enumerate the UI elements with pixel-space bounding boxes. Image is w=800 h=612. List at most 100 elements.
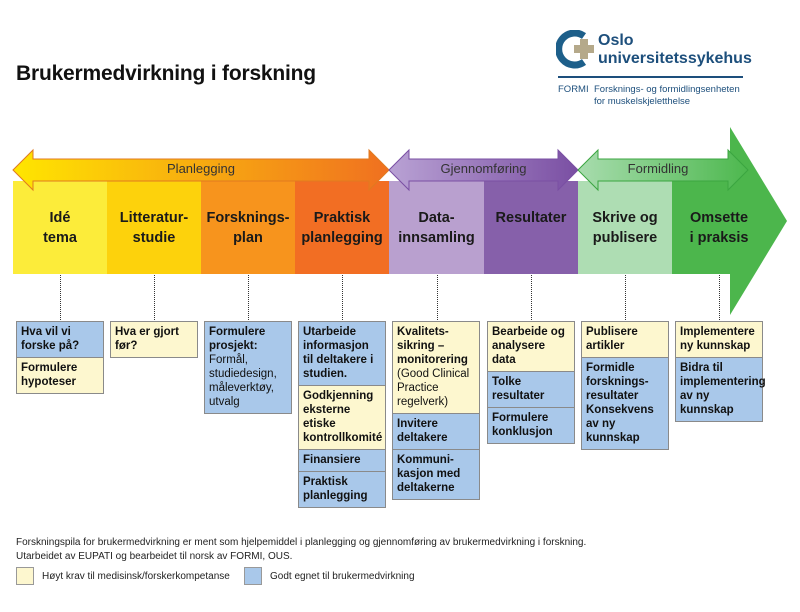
footer-line1: Forskningspila for brukermedvirkning er … (16, 537, 587, 548)
task-text: Invitere deltakere (397, 418, 448, 444)
legend-item-user-involvement: Godt egnet til brukermedvirkning (244, 567, 415, 585)
connector-line (154, 275, 155, 322)
task-box-user-involvement: Hva vil vi forske på? (16, 321, 104, 358)
logo-unit-line1: Forsknings- og formidlingsenheten (594, 84, 740, 95)
task-box-high-competence: Publisere artikler (581, 321, 669, 358)
task-text: Finansiere (303, 454, 361, 466)
step-color-block (578, 181, 672, 274)
task-box-user-involvement: Kommuni-kasjon med deltakerne (392, 449, 480, 500)
task-text: Utarbeide informasjon til deltakere i st… (303, 326, 374, 380)
task-box-user-involvement: Bidra til implementering av ny kunnskap (675, 357, 766, 422)
task-text: Kvalitets-sikring – monitorering (397, 326, 468, 366)
footer-note: Forskningspila for brukermedvirkning er … (16, 536, 586, 564)
step-color-block (107, 181, 201, 274)
logo-mark-icon (556, 30, 594, 69)
task-text: Formulere konklusjon (492, 412, 553, 438)
phase-label-gjennomforing: Gjennomføring (440, 161, 527, 176)
task-box-high-competence: Formulere hypoteser (16, 357, 104, 394)
connector-line (248, 275, 249, 322)
logo-name-line1: Oslo (598, 32, 634, 49)
task-stack-datainnsamling: Kvalitets-sikring – monitorering (Good C… (392, 321, 480, 500)
step-praktisk-planlegging: Praktisk planlegging (295, 181, 389, 274)
task-stack-praktisk: Utarbeide informasjon til deltakere i st… (298, 321, 386, 508)
step-label-line1: Data- (418, 210, 455, 226)
step-color-block (672, 181, 730, 274)
step-color-block (201, 181, 295, 274)
task-text: Kommuni-kasjon med deltakerne (397, 454, 461, 494)
step-color-block (295, 181, 389, 274)
logo-unit-name: Forsknings- og formidlingsenheten for mu… (594, 84, 740, 108)
task-box-user-involvement: Tolke resultater (487, 371, 575, 408)
logo-name-line2: universitetssykehus (598, 50, 752, 67)
task-text: Tolke resultater (492, 376, 545, 402)
step-ide-tema: Idé tema (13, 181, 107, 274)
task-text: Formulere hypoteser (21, 362, 78, 388)
task-box-high-competence: Kvalitets-sikring – monitorering (Good C… (392, 321, 480, 414)
task-text: Bidra til implementering av ny kunnskap (680, 362, 766, 416)
task-text: Godkjenning eksterne etiske kontrollkomi… (303, 390, 383, 444)
phase-label-formidling: Formidling (627, 161, 689, 176)
task-box-user-involvement: Formulere prosjekt: Formål, studiedesign… (204, 321, 292, 414)
step-label-line2: publisere (592, 230, 658, 246)
task-stack-litteratur: Hva er gjort før? (110, 321, 198, 358)
phase-arrow-formidling (577, 148, 749, 192)
logo-unit-line2: for muskelskjeletthelse (594, 96, 691, 107)
step-label-line1: Litteratur- (119, 210, 189, 226)
legend-item-high-competence: Høyt krav til medisinsk/forskerkompetans… (16, 567, 230, 585)
task-box-user-involvement: Invitere deltakere (392, 413, 480, 450)
step-color-block (13, 181, 107, 274)
logo-name: Oslo universitetssykehus (598, 32, 752, 68)
step-label-line1: Skrive og (592, 210, 658, 226)
task-text: Hva vil vi forske på? (21, 326, 80, 352)
step-label-line2: tema (43, 230, 77, 246)
task-text: Hva er gjort før? (115, 326, 179, 352)
task-box-high-competence: Implementere ny kunnskap (675, 321, 763, 358)
task-box-high-competence: Hva er gjort før? (110, 321, 198, 358)
connector-line (625, 275, 626, 322)
step-label-line1: Resultater (495, 210, 567, 226)
step-omsette-i-praksis: Omsette i praksis (672, 181, 766, 274)
task-box-user-involvement: Formidle forsknings-resultater Konsekven… (581, 357, 669, 450)
step-label-line1: Idé (49, 210, 71, 226)
task-box-user-involvement: Utarbeide informasjon til deltakere i st… (298, 321, 386, 386)
task-text: Implementere ny kunnskap (680, 326, 755, 352)
task-text: Bearbeide og analysere data (492, 326, 565, 366)
task-text-detail: Formål, studiedesign, måleverktøy, utval… (209, 354, 277, 408)
footer-line2: Utarbeidet av EUPATI og bearbeidet til n… (16, 551, 293, 562)
task-box-user-involvement: Formulere konklusjon (487, 407, 575, 444)
task-box-user-involvement: Praktisk planlegging (298, 471, 386, 508)
step-label-line1: Omsette (689, 210, 749, 226)
step-color-block (389, 181, 484, 274)
legend-swatch-yellow (16, 567, 34, 585)
step-datainnsamling: Data-innsamling (389, 181, 484, 274)
connector-line (437, 275, 438, 322)
connector-line (719, 275, 720, 322)
legend-swatch-blue (244, 567, 262, 585)
task-stack-ide: Hva vil vi forske på? Formulere hypoteser (16, 321, 104, 394)
step-label-line2: planlegging (301, 230, 383, 246)
step-litteraturstudie: Litteratur-studie (107, 181, 201, 274)
step-label-line1: Forsknings- (206, 210, 290, 226)
legend-label: Godt egnet til brukermedvirkning (270, 570, 415, 582)
step-label-line2: studie (132, 230, 176, 246)
step-label-line2: innsamling (398, 230, 475, 246)
step-resultater: Resultater (484, 181, 578, 274)
step-label-line2: i praksis (689, 230, 749, 246)
task-box-high-competence: Godkjenning eksterne etiske kontrollkomi… (298, 385, 386, 450)
page-title: Brukermedvirkning i forskning (16, 62, 316, 85)
step-label-line1: Praktisk (313, 210, 371, 226)
legend-label: Høyt krav til medisinsk/forskerkompetans… (42, 570, 230, 582)
task-text-detail: (Good Clinical Practice regelverk) (397, 368, 470, 408)
connector-line (531, 275, 532, 322)
task-text: Formulere prosjekt: (209, 326, 266, 352)
step-color-block (484, 181, 578, 274)
connector-line (342, 275, 343, 322)
step-label-line2: plan (233, 230, 263, 246)
task-text: Formidle forsknings-resultater Konsekven… (586, 362, 654, 444)
phase-label-planlegging: Planlegging (167, 161, 235, 176)
hospital-logo: Oslo universitetssykehus FORMI Forskning… (556, 30, 796, 115)
